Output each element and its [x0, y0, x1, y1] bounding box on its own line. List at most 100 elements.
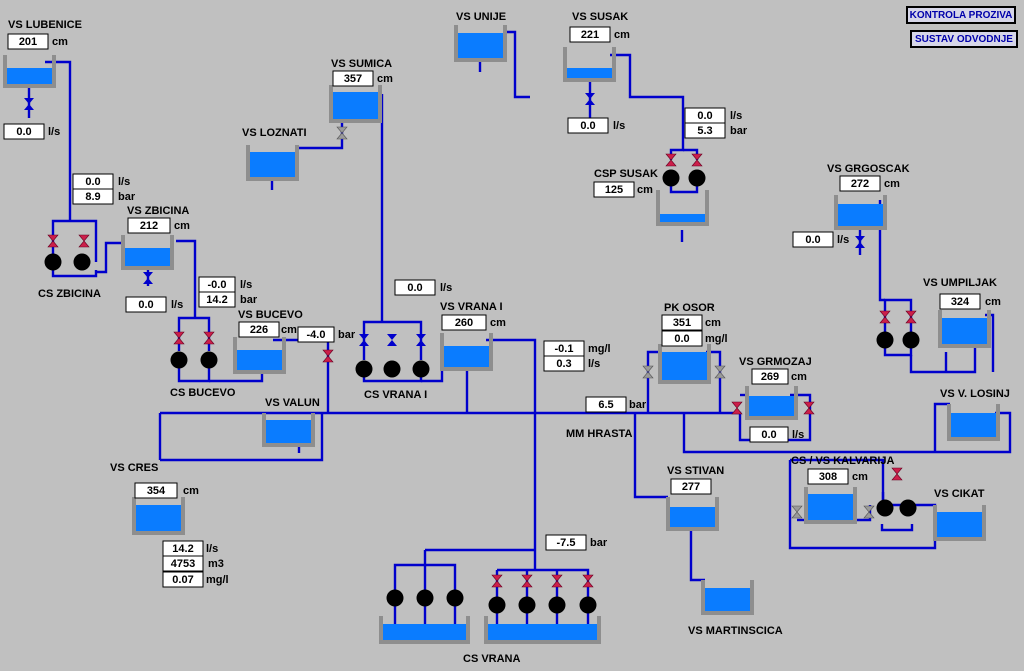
tank-vs-stivan[interactable]: [666, 497, 719, 531]
valve-closed-icon[interactable]: [322, 349, 334, 363]
valve-closed-icon[interactable]: [879, 310, 891, 324]
pump-icon[interactable]: [383, 360, 401, 378]
valve-closed-icon[interactable]: [891, 467, 903, 481]
unit-label: bar: [338, 329, 356, 341]
pump-icon[interactable]: [518, 596, 536, 614]
valve-closed-icon[interactable]: [491, 574, 503, 588]
value-box: [7, 33, 49, 50]
valve-open-icon[interactable]: [143, 272, 153, 284]
value-box: [543, 355, 585, 372]
station-label: CS VRANA I: [364, 389, 427, 401]
pressure-value: 14.2: [206, 294, 227, 306]
pump-icon[interactable]: [200, 351, 218, 369]
valve-closed-icon[interactable]: [203, 331, 215, 345]
tank-vs-vrana-i[interactable]: [440, 333, 493, 371]
pump-icon[interactable]: [579, 596, 597, 614]
value-box: [198, 291, 236, 308]
unit-label: l/s: [48, 126, 60, 138]
pump-icon[interactable]: [412, 360, 430, 378]
valve-open-icon[interactable]: [387, 334, 397, 346]
valve-closed-icon[interactable]: [551, 574, 563, 588]
level-value: 272: [851, 178, 869, 190]
pump-icon[interactable]: [688, 169, 706, 187]
valve-open-icon[interactable]: [585, 93, 595, 105]
tank-vs-v-losinj[interactable]: [947, 404, 1000, 441]
valve-idle-icon[interactable]: [863, 505, 875, 519]
valve-closed-icon[interactable]: [803, 401, 815, 415]
valve-closed-icon[interactable]: [173, 331, 185, 345]
tank-cs-vrana-left[interactable]: [379, 616, 470, 644]
valve-closed-icon[interactable]: [905, 310, 917, 324]
level-value: 212: [140, 220, 158, 232]
tank-vs-cikat[interactable]: [933, 505, 986, 541]
tank-csp-susak[interactable]: [656, 190, 709, 226]
pump-icon[interactable]: [902, 331, 920, 349]
valve-idle-icon[interactable]: [642, 365, 654, 379]
sustav-odvodnje-button[interactable]: SUSTAV ODVODNJE: [910, 30, 1018, 48]
unit-label: l/s: [588, 358, 600, 370]
tank-vs-valun[interactable]: [262, 413, 315, 447]
valve-closed-icon[interactable]: [691, 153, 703, 167]
tank-vs-bucevo[interactable]: [233, 337, 286, 374]
pump-icon[interactable]: [662, 169, 680, 187]
tank-vs-martinscica[interactable]: [701, 580, 754, 615]
tank-vs-loznati[interactable]: [246, 145, 299, 181]
flow-value: 14.2: [172, 543, 193, 555]
unit-label: mg/l: [705, 333, 728, 345]
kontrola-proziva-button[interactable]: KONTROLA PROZIVA: [906, 6, 1016, 24]
tank-vs-kalvarija[interactable]: [804, 487, 857, 524]
unit-label: mg/l: [206, 574, 229, 586]
level-value: 125: [605, 184, 623, 196]
pump-icon[interactable]: [73, 253, 91, 271]
valve-idle-icon[interactable]: [714, 365, 726, 379]
pressure-value: 8.9: [85, 191, 100, 203]
pump-icon[interactable]: [416, 589, 434, 607]
pump-icon[interactable]: [548, 596, 566, 614]
tank-vs-zbicina[interactable]: [121, 235, 174, 270]
valve-closed-icon[interactable]: [665, 153, 677, 167]
flow-value: 0.0: [85, 176, 100, 188]
pump-icon[interactable]: [446, 589, 464, 607]
value-box: [238, 321, 280, 338]
valve-closed-icon[interactable]: [78, 234, 90, 248]
tank-pk-osor[interactable]: [658, 344, 711, 384]
tank-vs-sumica[interactable]: [329, 85, 382, 123]
chlorine-value: -0.1: [555, 343, 574, 355]
pump-icon[interactable]: [386, 589, 404, 607]
value-box: [670, 478, 712, 495]
tank-vs-grgoscak[interactable]: [834, 195, 887, 230]
station-label: CS BUCEVO: [170, 387, 236, 399]
pump-icon[interactable]: [899, 499, 917, 517]
valve-closed-icon[interactable]: [521, 574, 533, 588]
flow-value: 0.0: [580, 120, 595, 132]
pump-icon[interactable]: [44, 253, 62, 271]
pump-icon[interactable]: [876, 331, 894, 349]
pump-icon[interactable]: [876, 499, 894, 517]
valve-closed-icon[interactable]: [582, 574, 594, 588]
valve-closed-icon[interactable]: [731, 401, 743, 415]
pump-icon[interactable]: [488, 596, 506, 614]
valve-open-icon[interactable]: [24, 98, 34, 110]
unit-label: l/s: [613, 120, 625, 132]
tank-vs-grmozaj[interactable]: [745, 386, 798, 420]
unit-label: bar: [590, 537, 608, 549]
valve-open-icon[interactable]: [359, 334, 369, 346]
tank-vs-cres[interactable]: [132, 497, 185, 535]
volume-value: 4753: [171, 558, 195, 570]
level-value: 357: [344, 73, 362, 85]
valve-idle-icon[interactable]: [791, 505, 803, 519]
valve-idle-icon[interactable]: [336, 126, 348, 140]
valve-open-icon[interactable]: [855, 236, 865, 248]
tank-vs-lubenice[interactable]: [3, 55, 56, 88]
valve-open-icon[interactable]: [416, 334, 426, 346]
pump-icon[interactable]: [355, 360, 373, 378]
station-label: PK OSOR: [664, 302, 715, 314]
pump-icon[interactable]: [170, 351, 188, 369]
tank-vs-unije[interactable]: [454, 25, 507, 62]
tank-vs-umpiljak[interactable]: [938, 310, 991, 348]
tank-cs-vrana-right[interactable]: [484, 616, 601, 644]
valve-closed-icon[interactable]: [47, 234, 59, 248]
value-box: [749, 426, 789, 443]
tank-vs-susak[interactable]: [563, 47, 616, 82]
